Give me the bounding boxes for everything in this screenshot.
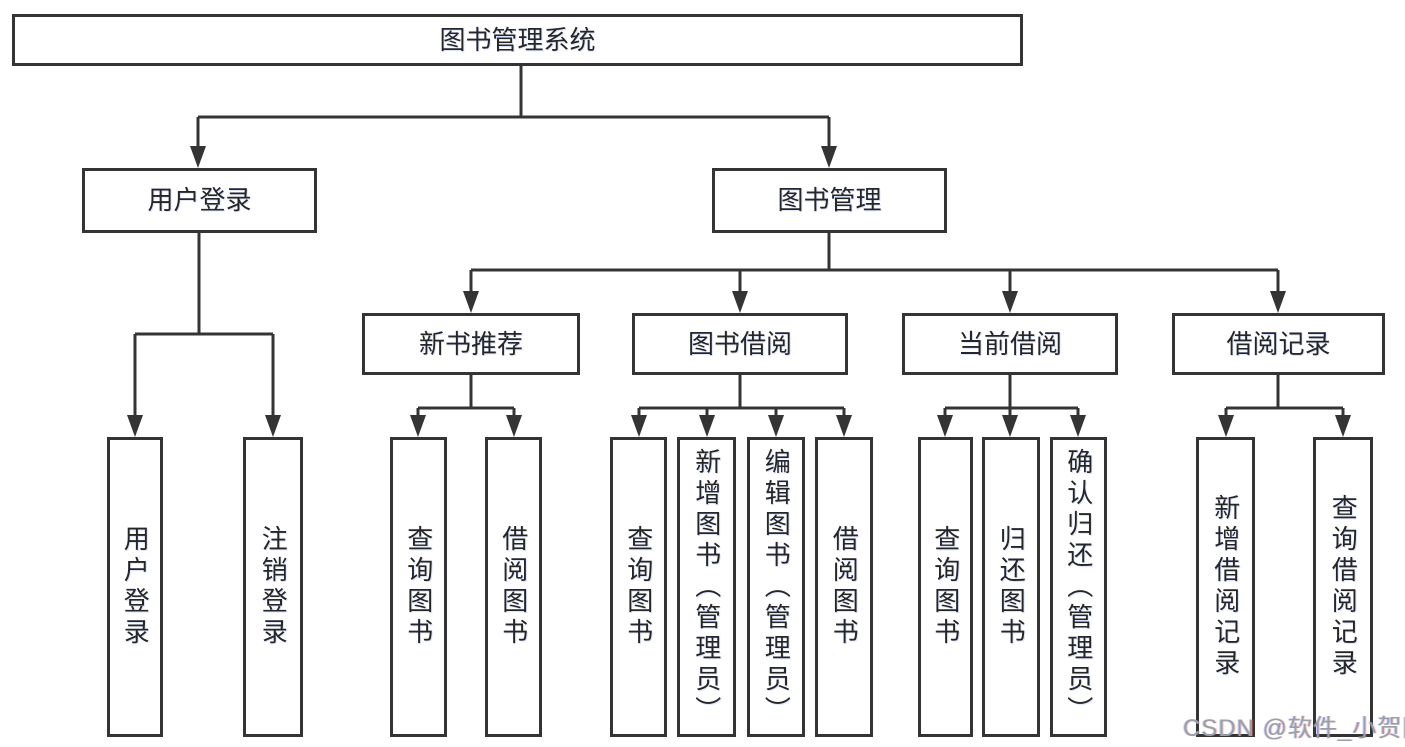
leaf-query-books-current: 查询图书 [918, 437, 973, 737]
arrow-down-icon [190, 146, 206, 168]
leaf-query-books-recommend-label: 查询图书 [403, 525, 434, 649]
leaf-return-books-label: 归还图书 [996, 525, 1027, 649]
leaf-edit-books-admin: 编辑图书（管理员） [747, 437, 805, 737]
node-new-book-recommend-label: 新书推荐 [418, 328, 523, 359]
arrow-down-icon [937, 415, 953, 437]
node-book-borrow: 图书借阅 [632, 313, 848, 375]
leaf-logout-label: 注销登录 [258, 525, 289, 649]
leaf-borrow-books-recommend: 借阅图书 [485, 437, 542, 737]
arrow-down-icon [732, 291, 748, 313]
arrow-down-icon [768, 415, 784, 437]
node-current-borrow-label: 当前借阅 [957, 328, 1062, 359]
leaf-query-books-current-label: 查询图书 [930, 525, 961, 649]
node-current-borrow: 当前借阅 [902, 313, 1118, 375]
node-root: 图书管理系统 [12, 14, 1023, 66]
arrow-down-icon [463, 291, 479, 313]
leaf-return-books: 归还图书 [982, 437, 1040, 737]
leaf-add-books-admin: 新增图书（管理员） [677, 437, 736, 737]
leaf-query-borrow-record-label: 查询借阅记录 [1328, 494, 1359, 680]
arrow-down-icon [265, 415, 281, 437]
leaf-borrow-books-recommend-label: 借阅图书 [498, 525, 529, 649]
node-user-login-label: 用户登录 [147, 185, 252, 216]
arrow-down-icon [821, 146, 837, 168]
arrow-down-icon [836, 415, 852, 437]
arrow-down-icon [127, 415, 143, 437]
leaf-query-books-recommend: 查询图书 [390, 437, 447, 737]
leaf-query-books-borrow: 查询图书 [610, 437, 667, 737]
leaf-add-books-admin-label: 新增图书（管理员） [691, 447, 722, 727]
arrow-down-icon [1070, 415, 1086, 437]
arrow-down-icon [1002, 291, 1018, 313]
leaf-confirm-return-admin: 确认归还（管理员） [1050, 437, 1107, 737]
leaf-logout: 注销登录 [243, 437, 303, 737]
leaf-borrow-books: 借阅图书 [815, 437, 873, 737]
arrow-down-icon [506, 415, 522, 437]
csdn-watermark: CSDN @软件_小贺同学 [1183, 715, 1405, 742]
node-new-book-recommend: 新书推荐 [362, 313, 580, 375]
leaf-query-books-borrow-label: 查询图书 [623, 525, 654, 649]
leaf-user-login: 用户登录 [107, 437, 163, 737]
node-borrow-records: 借阅记录 [1172, 313, 1385, 375]
leaf-query-borrow-record: 查询借阅记录 [1313, 437, 1373, 737]
arrow-down-icon [631, 415, 647, 437]
node-user-login: 用户登录 [82, 168, 317, 233]
node-borrow-records-label: 借阅记录 [1226, 328, 1331, 359]
leaf-user-login-label: 用户登录 [120, 525, 151, 649]
leaf-edit-books-admin-label: 编辑图书（管理员） [761, 447, 792, 727]
node-book-borrow-label: 图书借阅 [687, 328, 792, 359]
node-book-management-label: 图书管理 [777, 185, 882, 216]
arrow-down-icon [1218, 415, 1234, 437]
arrow-down-icon [699, 415, 715, 437]
arrow-down-icon [1002, 415, 1018, 437]
arrow-down-icon [1270, 291, 1286, 313]
arrow-down-icon [410, 415, 426, 437]
node-book-management: 图书管理 [712, 168, 947, 233]
leaf-confirm-return-admin-label: 确认归还（管理员） [1063, 447, 1094, 727]
leaf-borrow-books-label: 借阅图书 [829, 525, 860, 649]
leaf-add-borrow-record-label: 新增借阅记录 [1210, 494, 1241, 680]
node-root-label: 图书管理系统 [439, 24, 596, 55]
leaf-add-borrow-record: 新增借阅记录 [1196, 437, 1255, 737]
arrow-down-icon [1335, 415, 1351, 437]
